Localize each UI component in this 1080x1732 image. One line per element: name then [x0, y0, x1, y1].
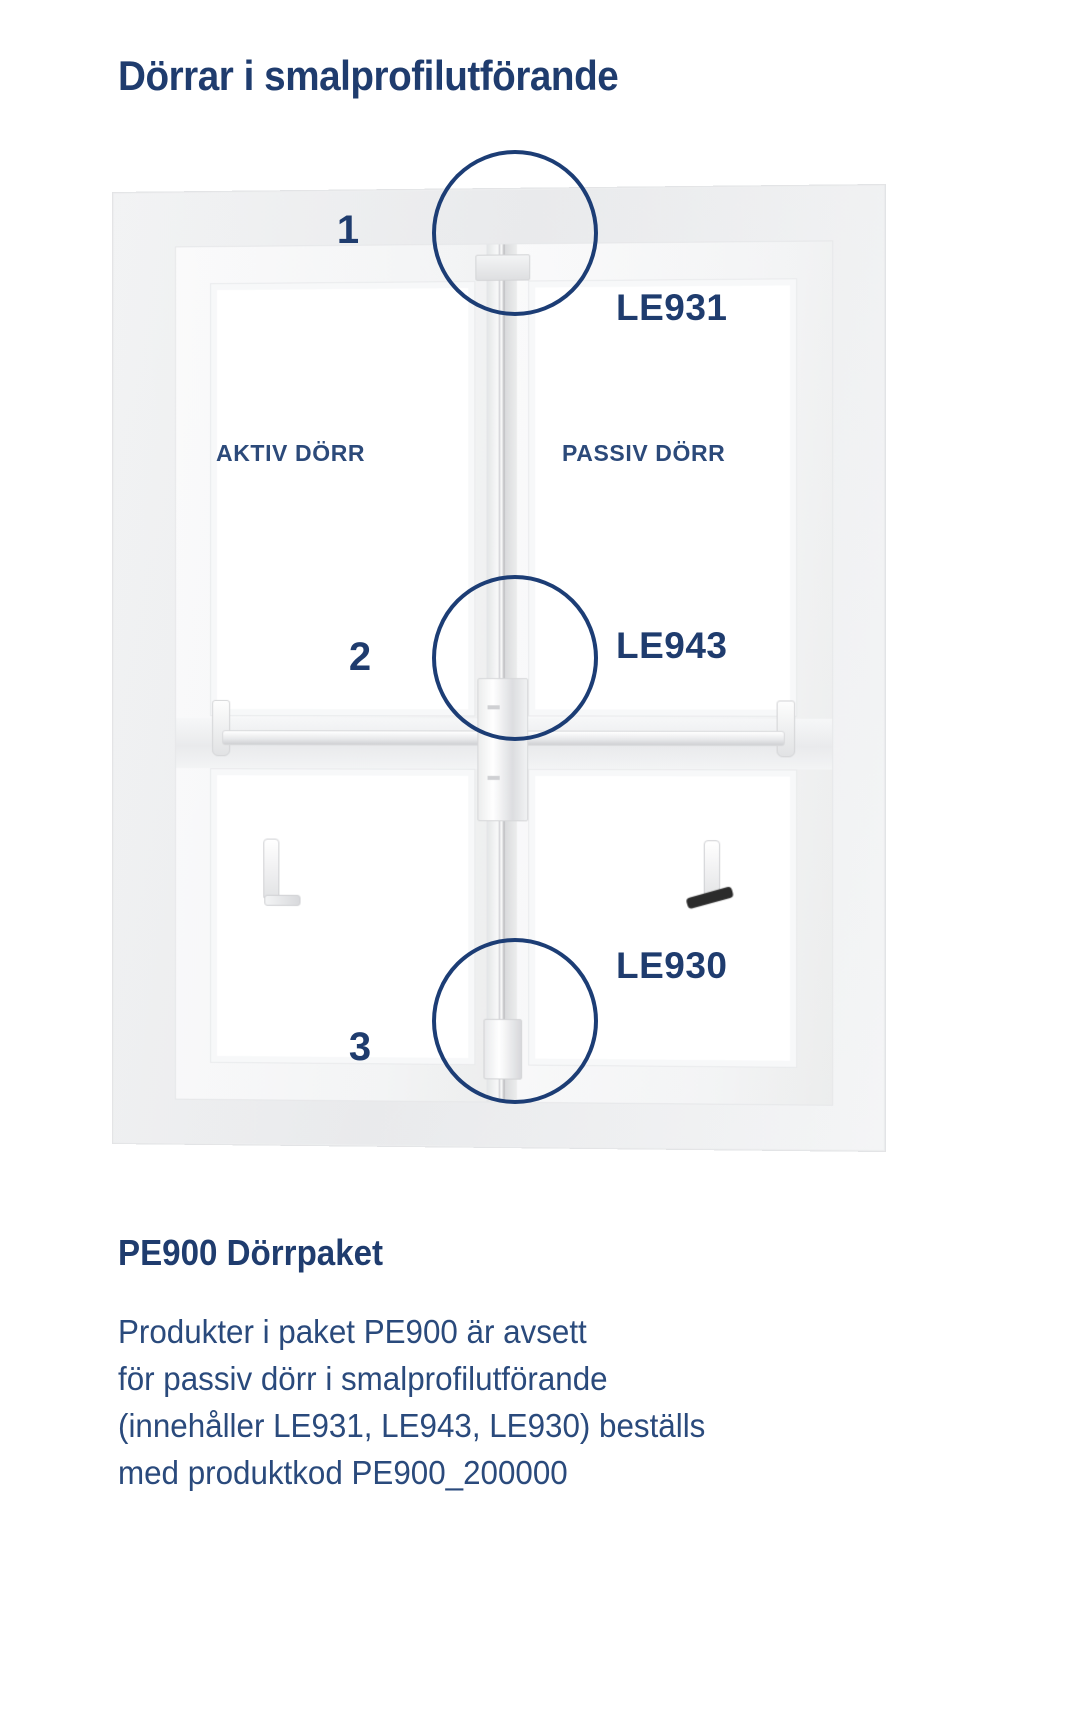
product-code-label-le931: LE931 [616, 287, 728, 328]
panic-bar-end-cap-left [212, 700, 231, 757]
outside-lever-handle-left [263, 838, 280, 899]
product-code-label-le943: LE943 [616, 625, 728, 666]
callout-number-3: 3 [348, 1025, 372, 1069]
package-description-line-2: för passiv dörr i smalprofilutförande [118, 1360, 608, 1397]
package-description-line-1: Produkter i paket PE900 är avsett [118, 1313, 587, 1350]
package-description-line-3: (innehåller LE931, LE943, LE930) beställ… [118, 1407, 706, 1444]
package-heading: PE900 Dörrpaket [118, 1232, 384, 1273]
product-code-label-le930: LE930 [616, 945, 728, 986]
callout-circle-2 [432, 575, 598, 741]
callout-circle-3 [432, 938, 598, 1104]
package-description-line-4: med produktkod PE900_200000 [118, 1454, 568, 1491]
package-description: Produkter i paket PE900 är avsett för pa… [118, 1308, 878, 1496]
callout-number-2: 2 [348, 635, 372, 679]
panic-bar-end-cap-right [776, 700, 796, 758]
door-label-active: AKTIV DÖRR [216, 440, 366, 466]
panic-push-bar-active [222, 730, 489, 746]
callout-number-1: 1 [336, 208, 360, 252]
panic-push-bar-passive [514, 730, 785, 747]
door-label-passive: PASSIV DÖRR [562, 440, 726, 466]
page-title: Dörrar i smalprofilutförande [118, 52, 619, 99]
callout-circle-1 [432, 150, 598, 316]
door-illustration: 1 2 3 LE931 LE943 LE930 AKTIV DÖRR PASSI… [0, 130, 1080, 1210]
